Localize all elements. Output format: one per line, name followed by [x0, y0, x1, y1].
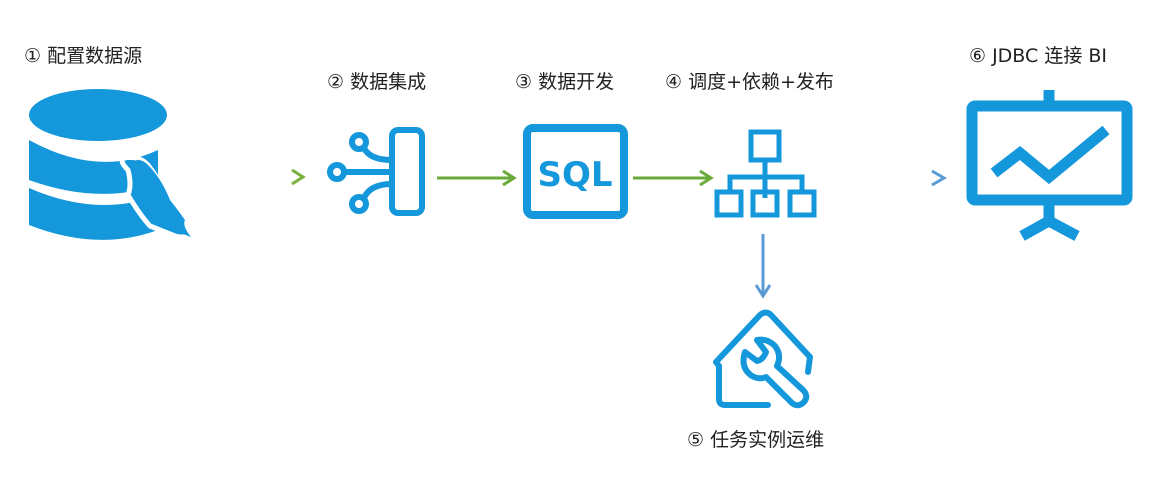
arrow-head [931, 169, 947, 187]
step-5-label: ⑤ 任务实例运维 [687, 429, 825, 451]
arrow-head [291, 168, 306, 186]
sql-icon-text: SQL [537, 155, 612, 195]
arrow-head [699, 169, 714, 187]
sql-icon: SQL [523, 124, 628, 219]
arrow-head [502, 169, 517, 187]
arrow-head [754, 284, 772, 299]
step-6-label: ⑥ JDBC 连接 BI [969, 45, 1107, 67]
step-4-label: ④ 调度+依赖+发布 [665, 71, 834, 93]
step-3-label: ③ 数据开发 [515, 71, 615, 93]
hierarchy-icon [714, 129, 817, 218]
house-wrench-icon [713, 309, 813, 409]
data-integration-icon [327, 127, 425, 216]
database-mysql-icon [29, 89, 196, 240]
presentation-chart-icon [966, 90, 1133, 241]
step-1-label: ① 配置数据源 [24, 45, 143, 67]
step-2-label: ② 数据集成 [327, 71, 427, 93]
